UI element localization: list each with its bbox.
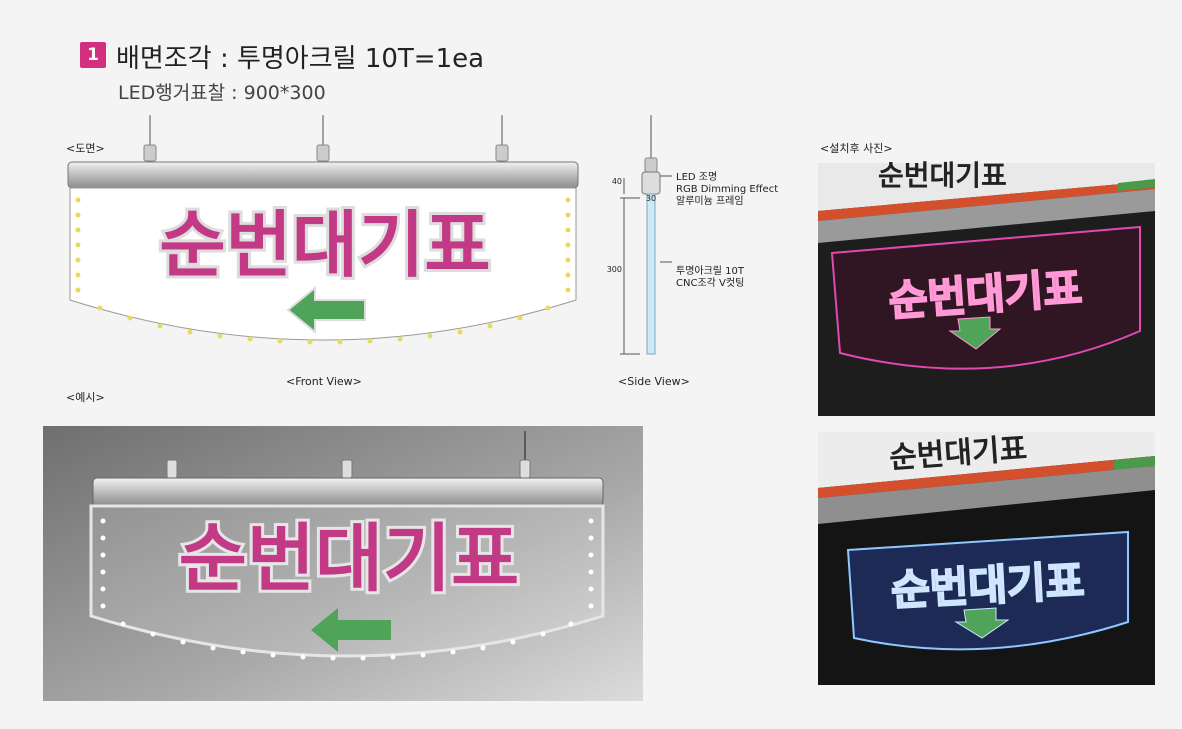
section-subtitle: LED행거표찰 : 900*300 <box>118 82 326 104</box>
section-number-badge: 1 <box>80 42 106 68</box>
install-arrow-down-icon-2 <box>954 607 1010 639</box>
install-sign-text-blue: 순번대기표 <box>890 556 1086 615</box>
arrow-left-icon <box>286 285 366 335</box>
side-note-acrylic: 투명아크릴 10T CNC조각 V컷팅 <box>676 266 745 289</box>
example-image: 순번대기표 <box>43 426 643 701</box>
side-view-label: <Side View> <box>618 375 690 388</box>
section-title: 배면조각 : 투명아크릴 10T=1ea <box>116 44 485 74</box>
led-dots <box>75 197 571 345</box>
install-photo-label: <설치후 사진> <box>820 142 893 155</box>
example-label: <예시> <box>66 391 105 404</box>
sign-text: 순번대기표 <box>159 203 490 287</box>
install-photo-top-text: 순번대기표 <box>878 159 1007 192</box>
install-arrow-down-icon <box>948 316 1002 350</box>
dim-300: 300 <box>607 265 622 274</box>
example-arrow-left-icon <box>311 608 391 652</box>
dim-40: 40 <box>612 177 622 186</box>
front-view-drawing: 순번대기표 <box>67 115 579 345</box>
install-photo-blue: 순번대기표 순번대기표 <box>818 431 1155 685</box>
install-photo-pink: 순번대기표 순번대기표 <box>818 159 1155 416</box>
drawing-label: <도면> <box>66 142 105 155</box>
side-note-led: LED 조명 RGB Dimming Effect 알루미늄 프레임 <box>676 172 779 207</box>
dim-30: 30 <box>646 194 656 203</box>
example-sign-text: 순번대기표 <box>179 516 519 602</box>
side-view-drawing: 40 30 300 <box>607 115 672 355</box>
front-view-label: <Front View> <box>286 375 362 388</box>
